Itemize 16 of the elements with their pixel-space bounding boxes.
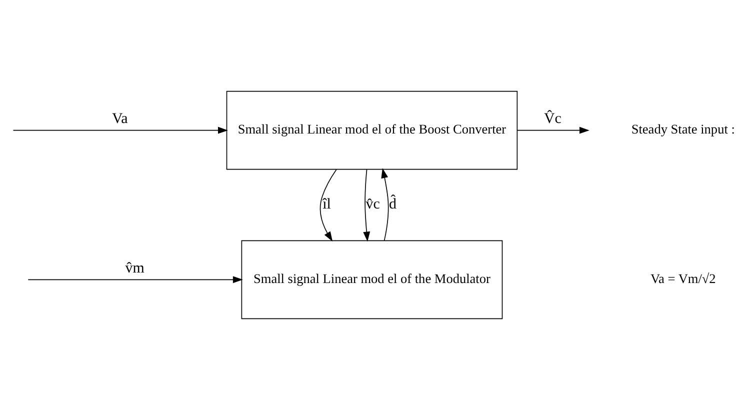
edge-label: v̂m <box>125 260 144 277</box>
arrow <box>516 126 590 134</box>
label: Steady State input : <box>631 121 735 136</box>
edge-label: Va <box>112 111 128 128</box>
node-box: Small signal Linear mod el of the Modulator <box>241 240 503 320</box>
arrow <box>363 169 370 242</box>
arrow <box>28 276 243 284</box>
arrow <box>12 126 228 134</box>
node-box: Small signal Linear mod el of the Boost Converter <box>226 90 518 170</box>
edge-label: d̂ <box>388 196 396 213</box>
edge-label: V̂c <box>544 111 562 128</box>
label: Va = Vm/√2 <box>650 270 716 286</box>
arrow <box>320 169 337 242</box>
edge-label: v̂c <box>366 196 380 213</box>
edge-label: îl <box>322 196 331 213</box>
arrow <box>381 168 389 241</box>
